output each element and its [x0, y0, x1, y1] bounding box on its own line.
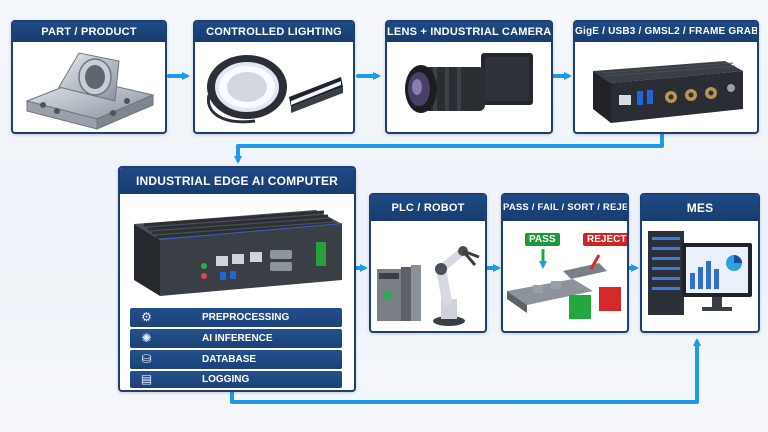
machined-part-icon — [13, 42, 165, 132]
database-icon: ⛁ — [141, 352, 152, 366]
arrow-edge-to-mes — [230, 338, 701, 404]
step-label: DATABASE — [202, 354, 257, 365]
ring-light-icon — [195, 42, 353, 132]
stage-title: LENS + INDUSTRIAL CAMERA — [387, 22, 551, 42]
stage-title: GigE / USB3 / GMSL2 / FRAME GRABBER — [575, 22, 757, 42]
edge-computer-icon — [120, 194, 354, 306]
document-icon: ▤ — [140, 372, 153, 386]
stage-edge-ai-computer: INDUSTRIAL EDGE AI COMPUTER ⚙ PREPROCESS… — [118, 166, 356, 392]
robot-arm-icon — [371, 221, 485, 331]
server-dashboard-icon — [642, 221, 758, 331]
stage-lens-camera: LENS + INDUSTRIAL CAMERA — [385, 20, 553, 134]
industrial-camera-icon — [387, 42, 551, 132]
step-ai-inference: ✺ AI INFERENCE — [130, 329, 342, 348]
stage-interface: GigE / USB3 / GMSL2 / FRAME GRABBER — [573, 20, 759, 134]
stage-title: CONTROLLED LIGHTING — [195, 22, 353, 42]
conveyor-sorter-icon — [503, 221, 627, 331]
stage-title: PART / PRODUCT — [13, 22, 165, 42]
pass-badge: PASS — [525, 233, 560, 246]
step-preprocessing: ⚙ PREPROCESSING — [130, 308, 342, 327]
step-label: AI INFERENCE — [202, 333, 273, 344]
stage-part-product: PART / PRODUCT — [11, 20, 167, 134]
stage-plc-robot: PLC / ROBOT — [369, 193, 487, 333]
stage-controlled-lighting: CONTROLLED LIGHTING — [193, 20, 355, 134]
stage-title: PASS / FAIL / SORT / REJECT — [503, 195, 627, 221]
brain-icon: ✺ — [141, 331, 152, 345]
gear-icon: ⚙ — [141, 310, 152, 324]
stage-title: INDUSTRIAL EDGE AI COMPUTER — [120, 168, 354, 194]
stage-title: MES — [642, 195, 758, 221]
reject-badge: REJECT — [583, 233, 627, 246]
step-label: LOGGING — [202, 374, 250, 385]
stage-title: PLC / ROBOT — [371, 195, 485, 221]
frame-grabber-icon — [575, 42, 757, 132]
arrow-interface-to-edge — [234, 130, 664, 164]
stage-sort-reject: PASS / FAIL / SORT / REJECT PASS REJECT — [501, 193, 629, 333]
step-database: ⛁ DATABASE — [130, 350, 342, 369]
step-label: PREPROCESSING — [202, 312, 290, 323]
step-logging: ▤ LOGGING — [130, 371, 342, 388]
stage-mes: MES — [640, 193, 760, 333]
